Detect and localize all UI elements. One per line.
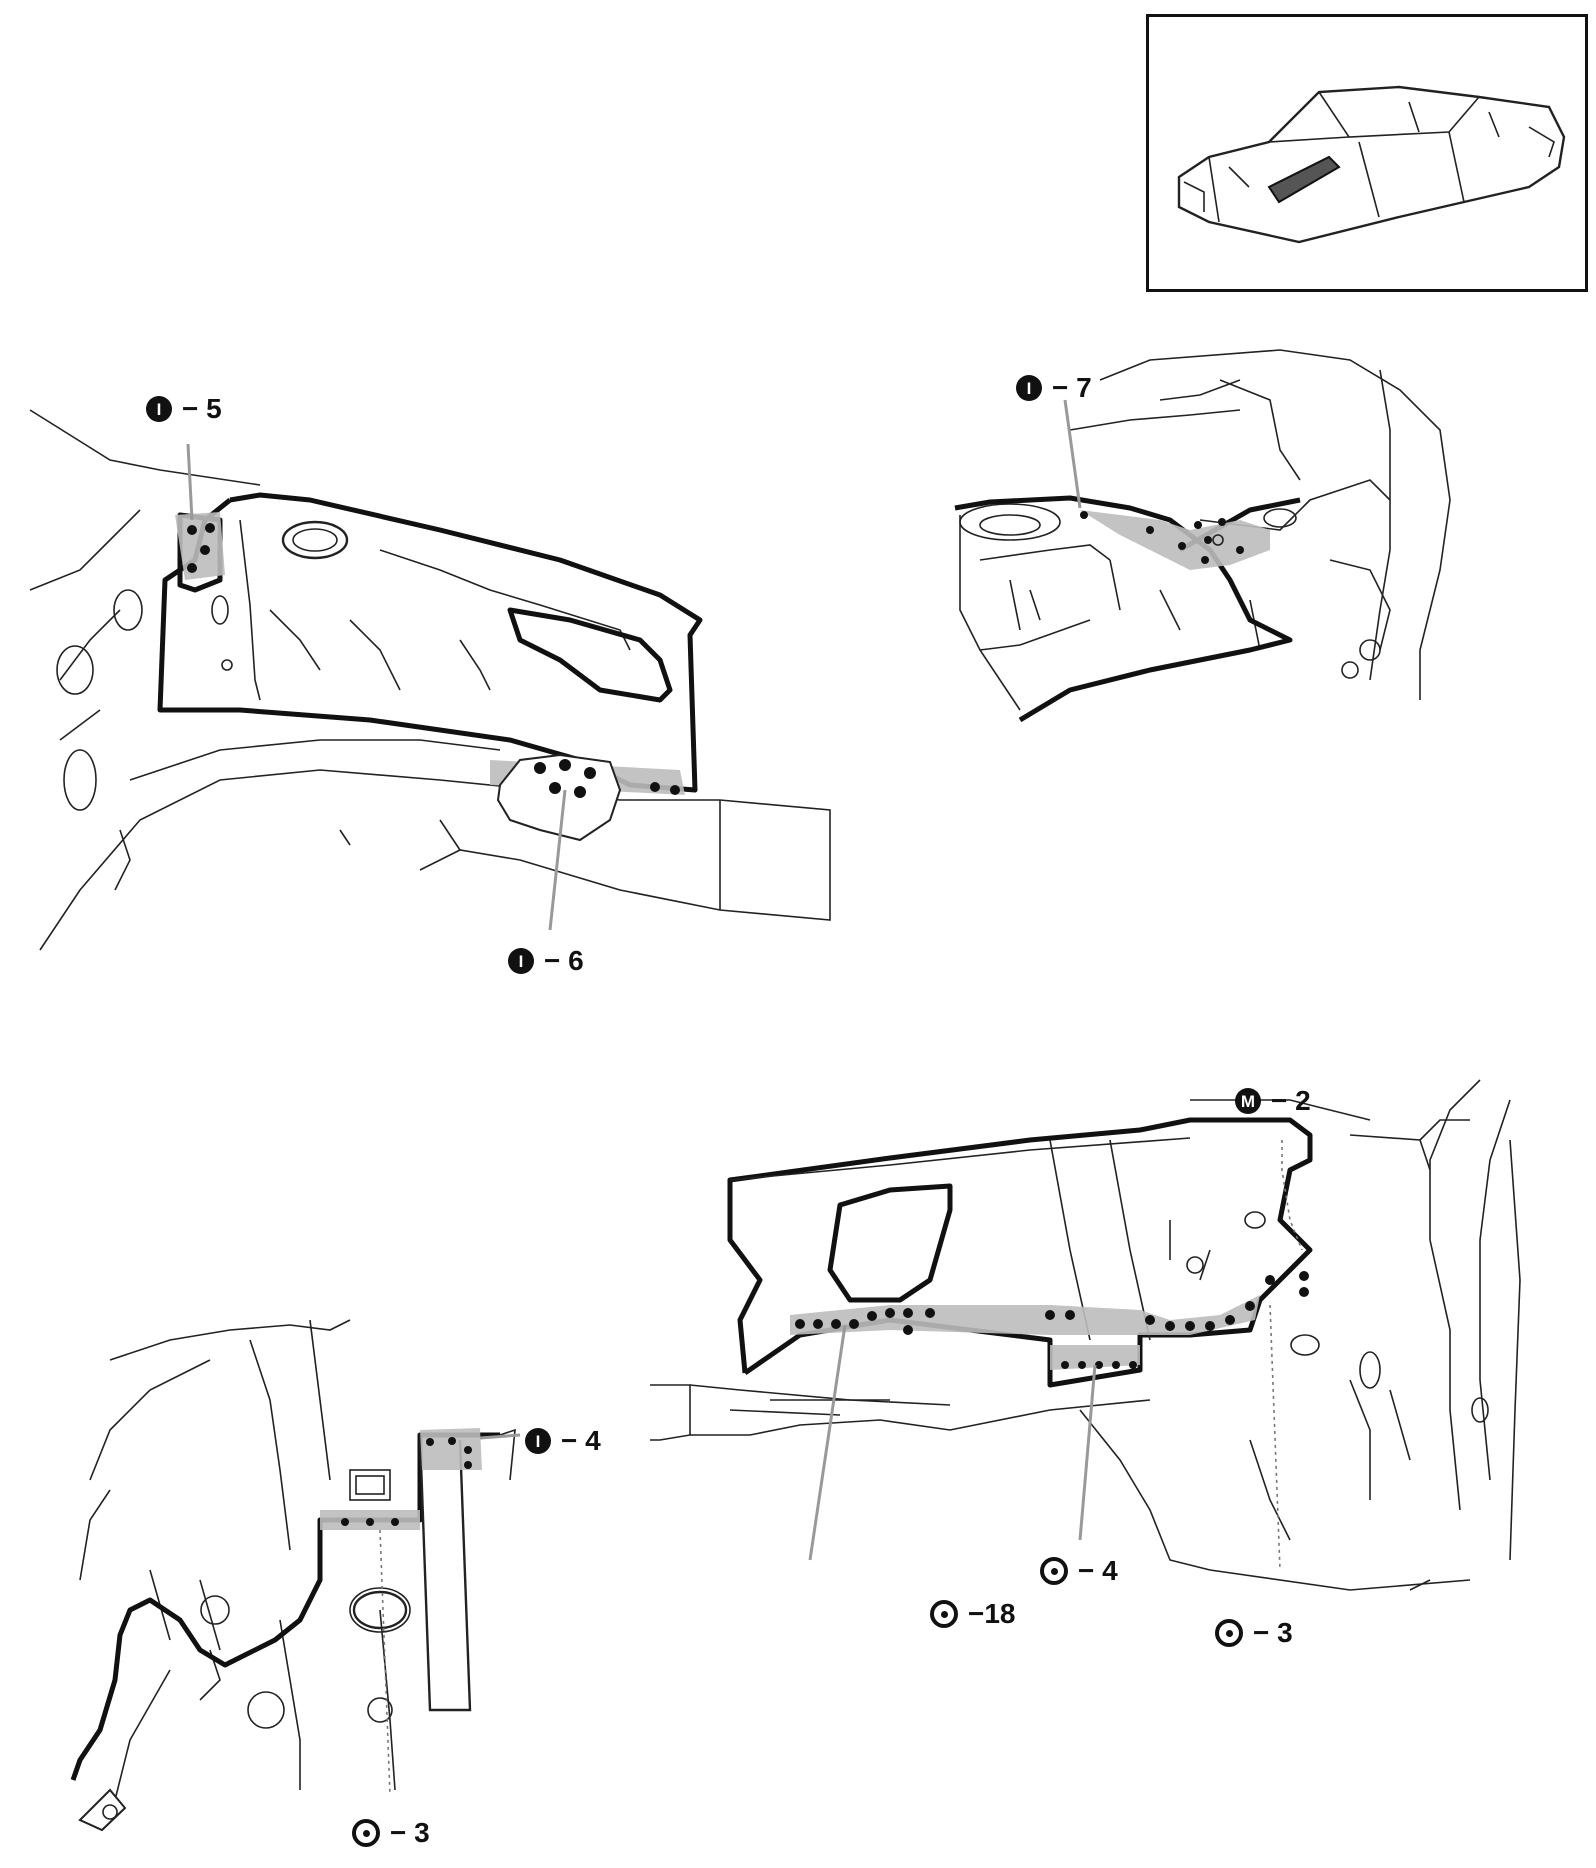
car-body-shell-icon <box>1177 85 1566 244</box>
symbol-i-icon: I <box>508 948 534 974</box>
callout-o18: −18 <box>930 1598 1016 1630</box>
callout-o3a: − 3 <box>352 1817 430 1849</box>
callout-o3b: − 3 <box>1215 1617 1293 1649</box>
symbol-ring-icon <box>930 1600 958 1628</box>
callout-i7-text: − 7 <box>1052 372 1092 403</box>
callout-i7: I − 7 <box>1016 372 1092 404</box>
symbol-ring-icon <box>352 1819 380 1847</box>
callout-o3b-text: − 3 <box>1253 1617 1293 1648</box>
callout-o18-text: −18 <box>968 1598 1016 1629</box>
symbol-ring-icon <box>1040 1557 1068 1585</box>
diagram-apron-front-left <box>20 390 840 970</box>
diagram-dash-panel <box>950 349 1490 750</box>
diagram-apron-rear <box>650 1079 1530 1620</box>
callout-o3a-text: − 3 <box>390 1817 430 1848</box>
callout-m2-text: − 2 <box>1271 1085 1311 1116</box>
symbol-i-icon: I <box>1016 375 1042 401</box>
callout-i4-text: − 4 <box>561 1425 601 1456</box>
callout-o4-text: − 4 <box>1078 1555 1118 1586</box>
callout-m2: M − 2 <box>1235 1085 1311 1117</box>
callout-i5-text: − 5 <box>182 393 222 424</box>
symbol-m-icon: M <box>1235 1088 1261 1114</box>
callout-o4: − 4 <box>1040 1555 1118 1587</box>
symbol-ring-icon <box>1215 1619 1243 1647</box>
apron-rear-drawing <box>650 1079 1521 1591</box>
symbol-i-icon: I <box>525 1428 551 1454</box>
apron-drawing <box>29 409 831 951</box>
callout-i4: I − 4 <box>525 1425 601 1457</box>
callout-i6-text: − 6 <box>544 945 584 976</box>
pillar-drawing <box>70 1319 521 1832</box>
diagram-pillar-lower <box>50 1319 530 1840</box>
locator-inset <box>1146 14 1588 292</box>
callout-i5: I − 5 <box>146 393 222 425</box>
symbol-i-icon: I <box>146 396 172 422</box>
callout-i6: I − 6 <box>508 945 584 977</box>
dash-drawing <box>954 349 1451 723</box>
